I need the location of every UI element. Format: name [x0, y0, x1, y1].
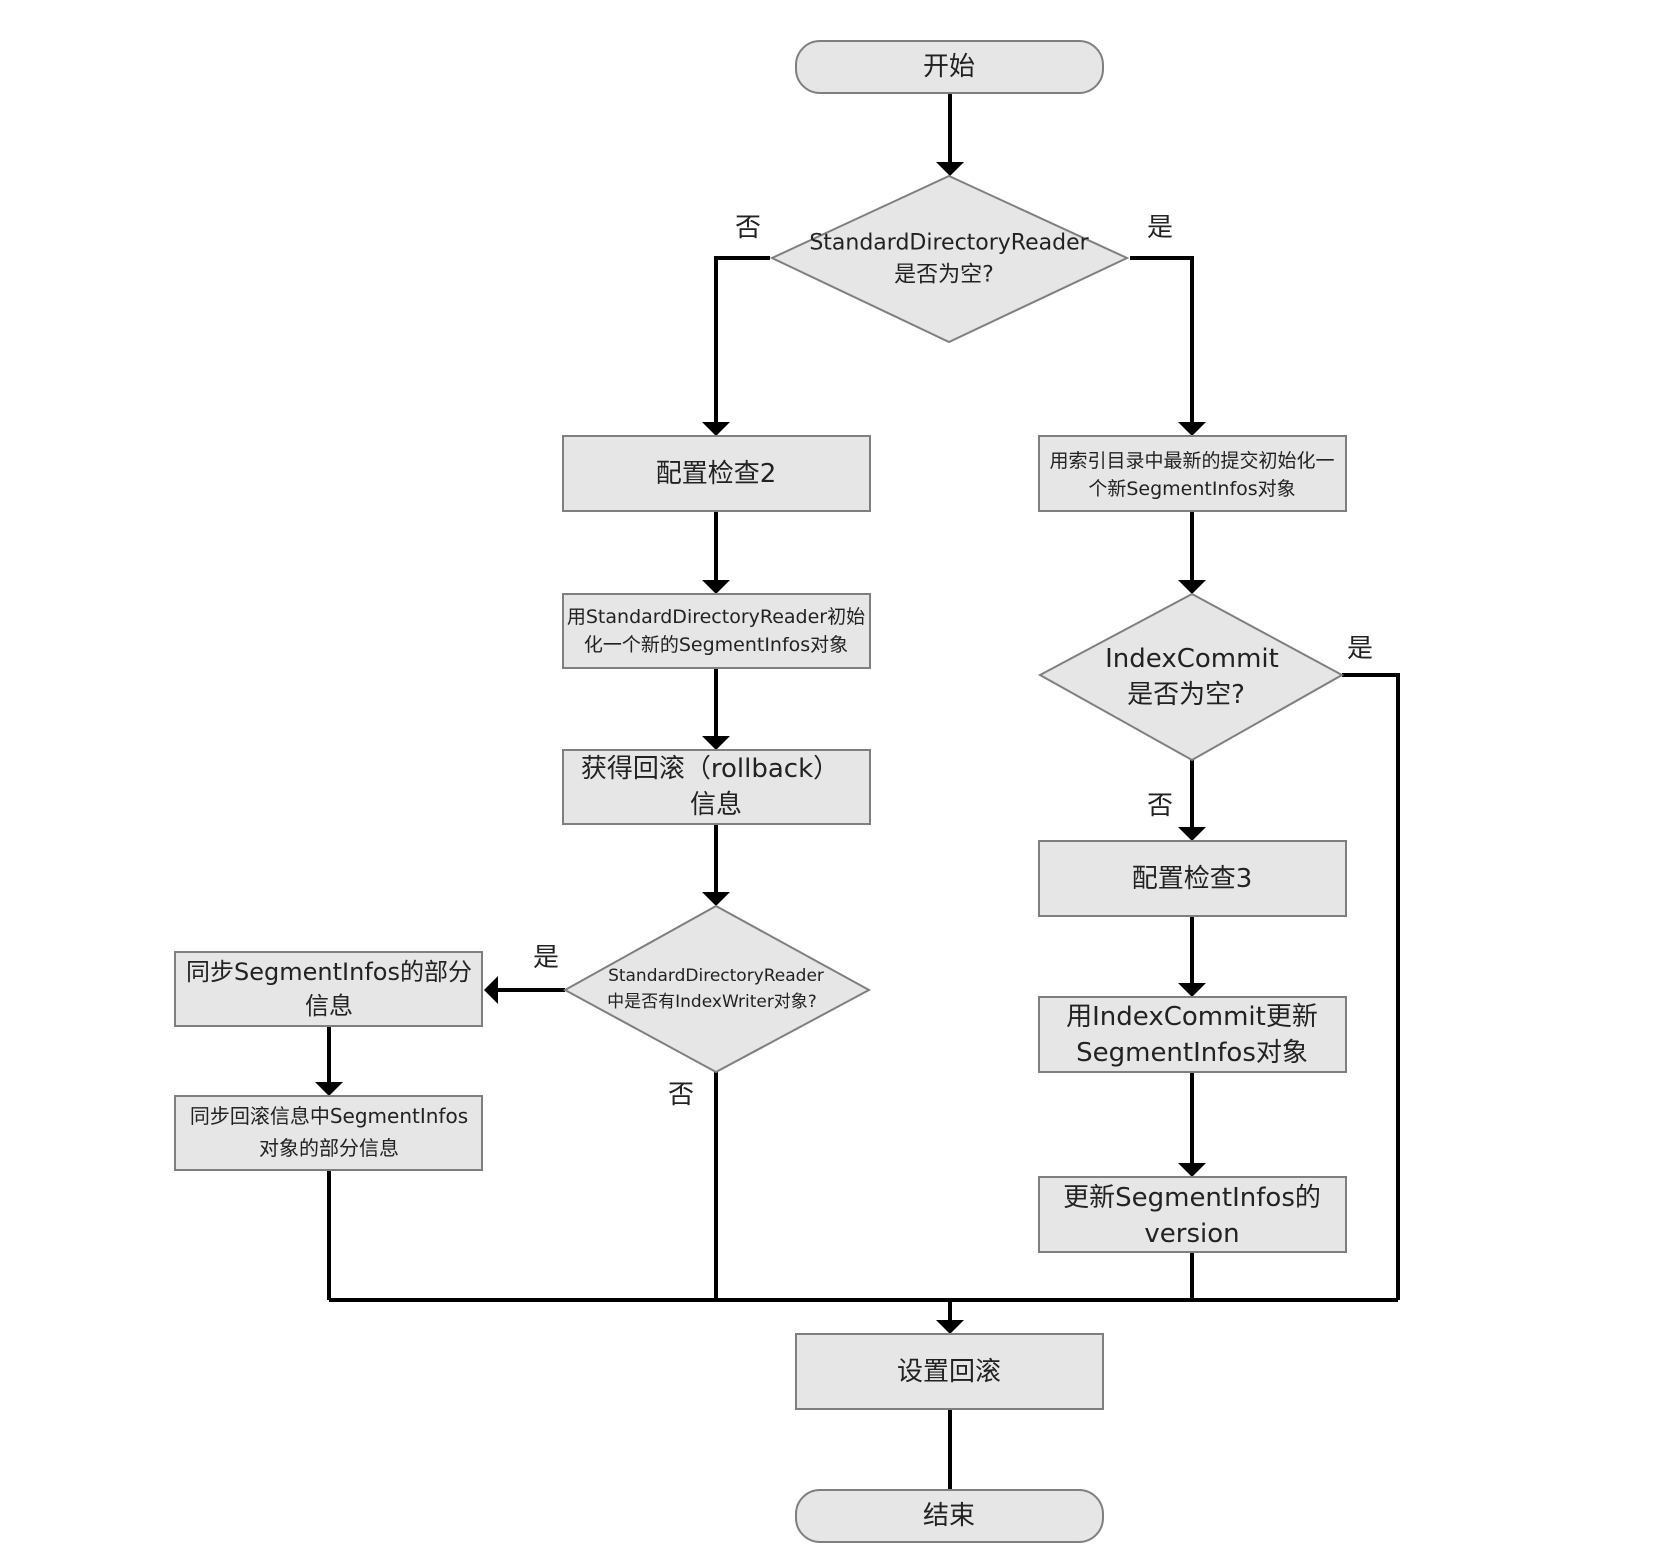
sync-partial-line1: 同步SegmentInfos的部分 [186, 958, 472, 986]
config-check3-box [1038, 840, 1347, 917]
sync-rollback-node: 同步回滚信息中SegmentInfos 对象的部分信息 [174, 1095, 483, 1171]
config-check3-label: 配置检查3 [1132, 864, 1253, 894]
update-by-commit-box [1038, 996, 1347, 1073]
set-rollback-node: 设置回滚 [795, 1333, 1104, 1410]
sync-rollback-line1: 同步回滚信息中SegmentInfos [190, 1104, 468, 1128]
config-check2-box [562, 435, 871, 512]
update-by-commit-line2: SegmentInfos对象 [1076, 1038, 1308, 1068]
arrowhead [1178, 1163, 1206, 1177]
arrowhead [315, 1082, 343, 1096]
commit-null-decision: IndexCommit 是否为空? [1037, 592, 1345, 762]
get-rollback-node: 获得回滚（rollback） 信息 [562, 749, 871, 825]
edge-commit-yes-to-merge [1342, 673, 1400, 1300]
edge-reader-yes-to-init-latest [1130, 256, 1194, 422]
get-rollback-line1: 获得回滚（rollback） [581, 754, 839, 784]
init-from-reader-node: 用StandardDirectoryReader初始 化一个新的SegmentI… [562, 593, 871, 669]
reader-null-diamond [769, 174, 1130, 344]
update-by-commit-line1: 用IndexCommit更新 [1066, 1002, 1318, 1032]
commit-null-yes-label: 是 [1347, 634, 1373, 664]
sync-partial-node: 同步SegmentInfos的部分 信息 [174, 951, 483, 1027]
has-writer-no-label: 否 [668, 1080, 694, 1110]
init-from-latest-line1: 用索引目录中最新的提交初始化一 [1049, 450, 1334, 472]
has-writer-line2: 中是否有IndexWriter对象? [607, 992, 817, 1012]
sync-partial-line2: 信息 [305, 992, 353, 1020]
arrowhead [936, 162, 964, 176]
update-version-box [1038, 1176, 1347, 1253]
set-rollback-box [795, 1333, 1104, 1410]
reader-null-decision: StandardDirectoryReader 是否为空? [769, 174, 1130, 344]
start-terminal-shape [795, 40, 1104, 94]
commit-null-no-label: 否 [1147, 791, 1173, 821]
arrowhead [702, 422, 730, 436]
sync-rollback-box [174, 1095, 483, 1171]
arrowhead [702, 736, 730, 750]
arrowhead [1178, 422, 1206, 436]
has-writer-yes-label: 是 [533, 943, 559, 973]
has-writer-decision: StandardDirectoryReader 中是否有IndexWriter对… [562, 904, 872, 1074]
get-rollback-box [562, 749, 871, 825]
commit-null-line1: IndexCommit [1105, 644, 1279, 674]
init-from-latest-line2: 个新SegmentInfos对象 [1088, 478, 1295, 500]
init-from-reader-line1: 用StandardDirectoryReader初始 [567, 606, 865, 628]
arrowhead [1178, 827, 1206, 841]
commit-null-diamond [1037, 592, 1345, 762]
config-check2-label: 配置检查2 [656, 459, 777, 489]
init-from-latest-node: 用索引目录中最新的提交初始化一 个新SegmentInfos对象 [1038, 435, 1347, 512]
end-node: 结束 [795, 1489, 1104, 1543]
nodes: 开始 StandardDirectoryReader 是否为空? 配置检查2 用… [174, 40, 1347, 1543]
edges [315, 93, 1400, 1490]
set-rollback-label: 设置回滚 [897, 1357, 1001, 1387]
sync-rollback-line2: 对象的部分信息 [259, 1136, 399, 1160]
arrowhead [702, 892, 730, 906]
edge-reader-no-to-config-check2 [714, 256, 770, 422]
commit-null-line2: 是否为空? [1127, 680, 1245, 710]
init-from-reader-box [562, 593, 871, 669]
has-writer-line1: StandardDirectoryReader [608, 966, 824, 986]
config-check2-node: 配置检查2 [562, 435, 871, 512]
arrowhead [1178, 580, 1206, 594]
start-node: 开始 [795, 40, 1104, 94]
reader-null-no-label: 否 [735, 213, 761, 243]
config-check3-node: 配置检查3 [1038, 840, 1347, 917]
arrowhead [484, 976, 498, 1004]
arrowhead [936, 1320, 964, 1334]
reader-null-line2: 是否为空? [894, 263, 994, 288]
get-rollback-line2: 信息 [690, 790, 742, 820]
update-version-line1: 更新SegmentInfos的 [1063, 1183, 1321, 1213]
reader-null-line1: StandardDirectoryReader [809, 231, 1089, 256]
update-by-commit-node: 用IndexCommit更新 SegmentInfos对象 [1038, 996, 1347, 1073]
reader-null-yes-label: 是 [1147, 213, 1173, 243]
end-terminal-shape [795, 1489, 1104, 1543]
init-from-latest-box [1038, 435, 1347, 512]
has-writer-diamond [562, 904, 872, 1074]
edge-labels: 否 是 是 否 是 否 [533, 213, 1373, 1110]
sync-partial-box [174, 951, 483, 1027]
arrowhead [702, 580, 730, 594]
update-version-node: 更新SegmentInfos的 version [1038, 1176, 1347, 1253]
arrowhead [1178, 983, 1206, 997]
update-version-line2: version [1144, 1219, 1239, 1249]
init-from-reader-line2: 化一个新的SegmentInfos对象 [584, 634, 848, 656]
start-label: 开始 [923, 52, 975, 82]
end-label: 结束 [923, 1501, 975, 1531]
